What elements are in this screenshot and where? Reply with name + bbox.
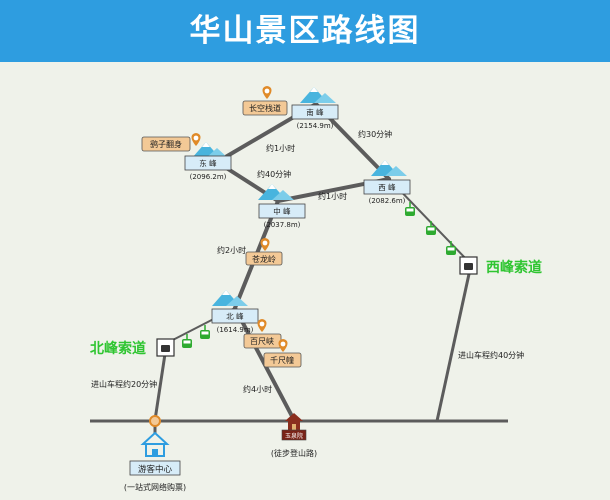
- junction-marker: [149, 415, 161, 427]
- peak-east[interactable]: 东 峰 (2096.2m): [184, 155, 232, 181]
- road-north-label: 进山车程约20分钟: [91, 379, 157, 389]
- temple-gate-icon: [285, 413, 303, 430]
- route-time-middle-west: 约1小时: [318, 191, 347, 201]
- route-map: 西峰索道 北峰索道 南 峰 (2154.9m) 东 峰 (2096.2m) 西 …: [0, 62, 610, 500]
- visitor-center-note: (一站式网络购票): [124, 482, 186, 492]
- peak-west-name: 西 峰: [378, 182, 396, 192]
- cableway-north-station[interactable]: [156, 338, 175, 357]
- attraction-plank-road-label: 长空栈道: [249, 103, 281, 113]
- route-time-east-middle: 约40分钟: [257, 169, 291, 179]
- peak-west-elevation: (2082.6m): [369, 197, 406, 205]
- peak-east-name: 东 峰: [199, 158, 217, 168]
- peak-middle-elevation: (2037.8m): [264, 221, 301, 229]
- cable-car-icon: [161, 345, 170, 352]
- attraction-yaozi[interactable]: 鹞子翻身: [141, 136, 191, 152]
- peak-west[interactable]: 西 峰 (2082.6m): [363, 179, 411, 205]
- route-time-middle-north: 约2小时: [217, 245, 246, 255]
- attraction-canglong[interactable]: 苍龙岭: [245, 251, 283, 266]
- trail-entry-gate[interactable]: 玉泉院: [281, 429, 307, 441]
- road-west-label: 进山车程约40分钟: [458, 350, 524, 360]
- map-title: 华山景区路线图: [189, 13, 421, 49]
- peak-south[interactable]: 南 峰 (2154.9m): [291, 104, 339, 130]
- visitor-center-label: 游客中心: [138, 464, 173, 475]
- road-west: [435, 273, 471, 422]
- cableway-north-label: 北峰索道: [90, 340, 146, 357]
- cableway-west-label: 西峰索道: [486, 259, 542, 276]
- peak-south-name: 南 峰: [306, 107, 324, 117]
- peak-north-elevation: (1614.9m): [217, 326, 254, 334]
- attraction-qianchi[interactable]: 千尺幢: [263, 352, 302, 368]
- peak-middle[interactable]: 中 峰 (2037.8m): [258, 203, 306, 229]
- trail-entry-gate-label: 玉泉院: [285, 432, 303, 440]
- road-north: [153, 353, 167, 421]
- attraction-plank-road[interactable]: 长空栈道: [242, 100, 288, 116]
- route-time-south-east: 约1小时: [266, 143, 295, 153]
- visitor-center[interactable]: 游客中心: [129, 460, 181, 476]
- route-time-south-west: 约30分钟: [358, 129, 392, 139]
- title-banner: [0, 0, 610, 62]
- attraction-canglong-label: 苍龙岭: [252, 254, 276, 264]
- visitor-center-icon[interactable]: [140, 431, 170, 457]
- map-background: [0, 62, 610, 500]
- attraction-qianchi-label: 千尺幢: [270, 355, 294, 365]
- attraction-baichi[interactable]: 百尺峡: [243, 333, 282, 349]
- trail-entry-note: (徒步登山路): [271, 448, 317, 458]
- cable-car-icon: [464, 263, 473, 270]
- peak-north[interactable]: 北 峰 (1614.9m): [211, 308, 259, 334]
- attraction-yaozi-label: 鹞子翻身: [150, 139, 182, 149]
- route-time-trail: 约4小时: [243, 384, 272, 394]
- peak-middle-name: 中 峰: [273, 206, 291, 216]
- attraction-baichi-label: 百尺峡: [250, 336, 274, 346]
- peak-north-name: 北 峰: [226, 311, 244, 321]
- peak-east-elevation: (2096.2m): [190, 173, 227, 181]
- cableway-west-station[interactable]: [459, 256, 478, 275]
- peak-south-elevation: (2154.9m): [297, 122, 334, 130]
